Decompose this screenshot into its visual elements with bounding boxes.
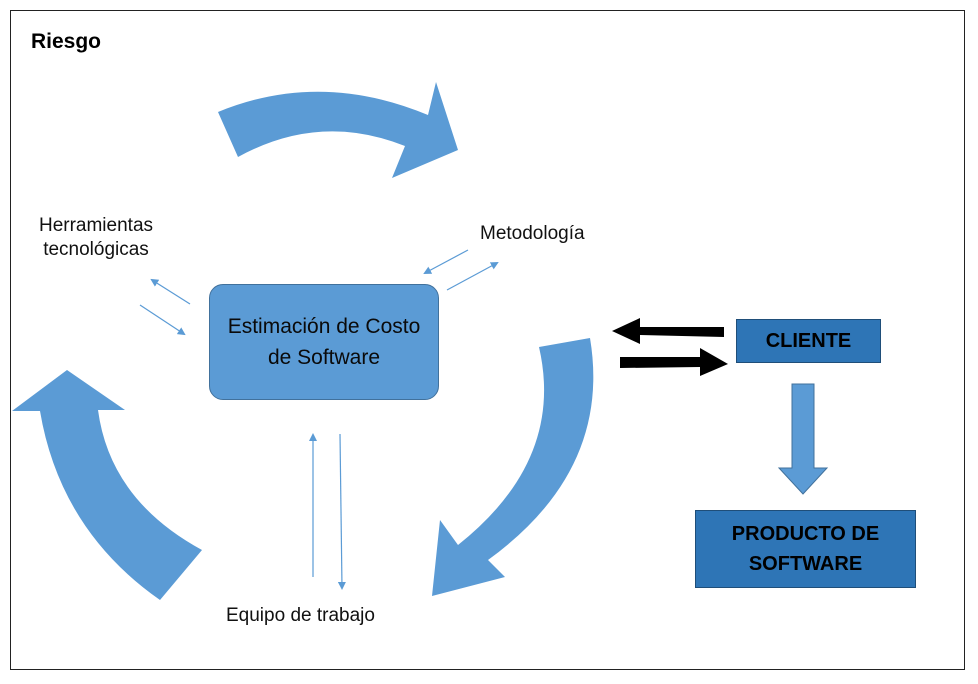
cycle-arrow-right (432, 338, 594, 596)
producto-software-box: PRODUCTO DE SOFTWARE (695, 510, 916, 588)
label-equipo-de-trabajo: Equipo de trabajo (226, 605, 375, 626)
label-herramientas: Herramientas tecnológicas (38, 215, 154, 260)
cliente-label: CLIENTE (765, 329, 852, 352)
diagram-title: Riesgo (31, 30, 102, 53)
arrow-from-herramientas (139, 304, 186, 336)
down-arrow-cliente-producto (777, 383, 829, 495)
arrow-to-herramientas (150, 278, 191, 305)
label-metodologia: Metodología (480, 223, 585, 244)
producto-software-label: PRODUCTO DE SOFTWARE (731, 523, 880, 575)
arrow-down-to-equipo (337, 433, 346, 590)
estimacion-costo-box: Estimación de Costo de Software (209, 284, 439, 400)
cliente-box: CLIENTE (736, 319, 881, 363)
estimacion-costo-label: Estimación de Costo de Software (227, 315, 421, 369)
arrow-from-metodologia (423, 249, 469, 274)
diagram-frame (10, 10, 965, 670)
cycle-arrow-left (12, 370, 202, 600)
cycle-arrow-top (218, 82, 458, 178)
black-arrow-left (612, 318, 724, 344)
black-arrow-right (620, 348, 728, 376)
arrow-to-metodologia (446, 262, 499, 291)
